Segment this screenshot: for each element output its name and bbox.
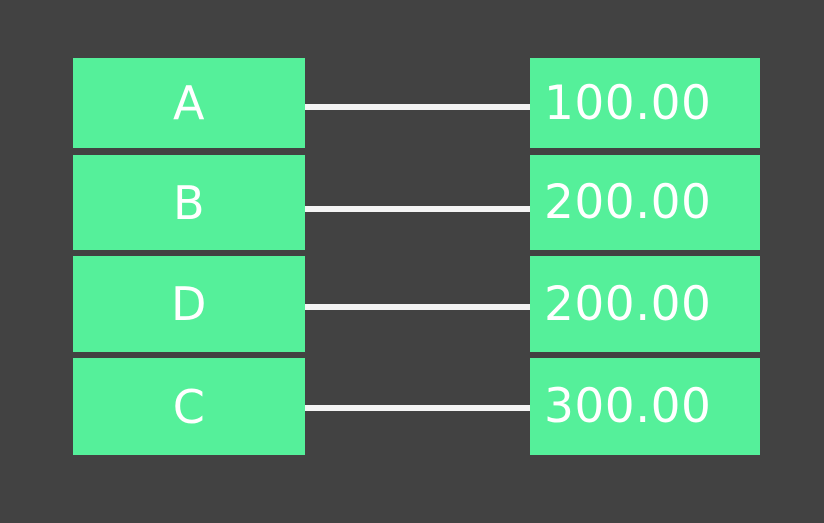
sankey-target-node[interactable]: 200.00 bbox=[530, 155, 760, 250]
sankey-source-node-label: D bbox=[171, 277, 207, 331]
sankey-source-node-label: B bbox=[172, 175, 206, 230]
sankey-target-node-label: 200.00 bbox=[544, 276, 712, 332]
sankey-source-node[interactable]: B bbox=[73, 155, 305, 250]
sankey-source-node[interactable]: A bbox=[73, 58, 305, 148]
sankey-link[interactable] bbox=[305, 104, 530, 110]
sankey-source-node[interactable]: D bbox=[73, 256, 305, 352]
sankey-source-node-label: C bbox=[172, 379, 206, 434]
sankey-target-node[interactable]: 100.00 bbox=[530, 58, 760, 148]
sankey-target-node[interactable]: 300.00 bbox=[530, 358, 760, 455]
sankey-source-node-label: A bbox=[173, 76, 205, 130]
sankey-target-node-label: 100.00 bbox=[544, 75, 712, 131]
sankey-link[interactable] bbox=[305, 206, 530, 212]
sankey-target-node-label: 200.00 bbox=[544, 175, 712, 230]
sankey-source-node[interactable]: C bbox=[73, 358, 305, 455]
sankey-link[interactable] bbox=[305, 405, 530, 411]
sankey-link[interactable] bbox=[305, 304, 530, 310]
sankey-target-node-label: 300.00 bbox=[544, 379, 712, 434]
sankey-target-node[interactable]: 200.00 bbox=[530, 256, 760, 352]
